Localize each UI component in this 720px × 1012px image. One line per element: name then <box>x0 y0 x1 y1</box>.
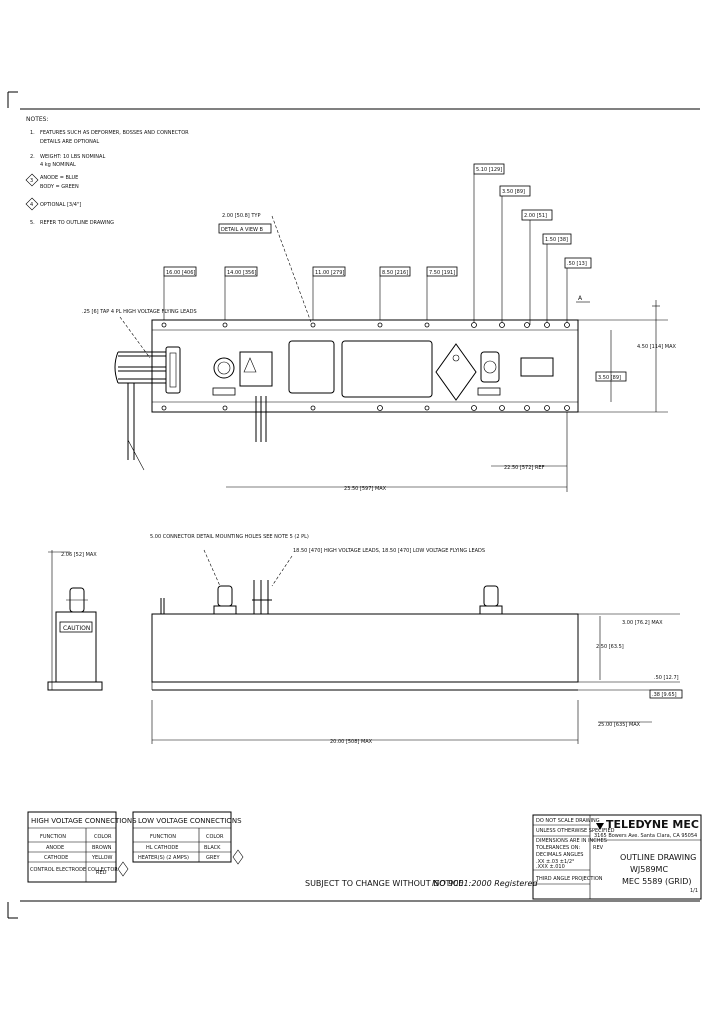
note-flag-icon <box>25 173 39 187</box>
svg-text:BODY = GREEN: BODY = GREEN <box>40 184 79 190</box>
svg-text:UNLESS OTHERWISE SPECIFIED: UNLESS OTHERWISE SPECIFIED <box>536 828 615 834</box>
svg-text:.50 [13]: .50 [13] <box>567 261 587 267</box>
location-dimension-row: 16.00 [406] 14.00 [356] 11.00 [279] 8.50… <box>163 266 590 320</box>
company-name: TELEDYNE MEC <box>606 818 699 831</box>
svg-text:4: 4 <box>30 202 33 208</box>
svg-text:11.00 [279]: 11.00 [279] <box>315 270 344 276</box>
svg-text:25.00 [635] MAX: 25.00 [635] MAX <box>598 722 641 728</box>
svg-text:CONTROL ELECTRODE COLLECTOR: CONTROL ELECTRODE COLLECTOR <box>30 867 118 873</box>
svg-text:4 kg NOMINAL: 4 kg NOMINAL <box>40 162 76 168</box>
svg-text:3: 3 <box>30 178 33 184</box>
svg-text:.50 [12.7]: .50 [12.7] <box>654 675 679 681</box>
svg-text:FUNCTION: FUNCTION <box>150 834 176 840</box>
part-number: WJ589MC <box>630 865 668 874</box>
teledyne-logo-icon <box>596 823 604 830</box>
svg-text:5.10 [129]: 5.10 [129] <box>476 167 502 173</box>
svg-text:.25 [6] TAP 4 PL HIGH VOLTAGE: .25 [6] TAP 4 PL HIGH VOLTAGE FLYING LEA… <box>82 309 197 315</box>
svg-text:TOLERANCES ON:: TOLERANCES ON: <box>535 845 580 851</box>
svg-text:ANODE: ANODE <box>46 845 64 851</box>
svg-text:DIMENSIONS ARE IN INCHES: DIMENSIONS ARE IN INCHES <box>536 838 607 844</box>
svg-text:REFER TO OUTLINE DRAWING: REFER TO OUTLINE DRAWING <box>40 220 114 226</box>
iso-registration: ISO 9001:2000 Registered <box>432 879 538 888</box>
svg-text:.XXX ±.010: .XXX ±.010 <box>536 864 565 870</box>
svg-text:COLOR: COLOR <box>206 834 224 840</box>
svg-text:CATHODE: CATHODE <box>44 855 68 861</box>
svg-text:1/1: 1/1 <box>690 888 698 894</box>
svg-text:DETAIL A VIEW B: DETAIL A VIEW B <box>221 227 264 233</box>
svg-text:22.50 [572] REF: 22.50 [572] REF <box>504 465 545 471</box>
sheet-frame <box>7 91 700 919</box>
notes-block: NOTES: 1. FEATURES SUCH AS DEFORMER, BOS… <box>25 116 189 226</box>
note-flag-icon <box>232 849 244 865</box>
svg-text:GREY: GREY <box>206 855 221 861</box>
svg-text:ANODE = BLUE: ANODE = BLUE <box>40 175 78 181</box>
svg-text:YELLOW: YELLOW <box>91 855 113 861</box>
svg-text:1.: 1. <box>30 130 35 136</box>
svg-text:20.00 [508] MAX: 20.00 [508] MAX <box>330 739 373 745</box>
svg-text:.XX ±.03 ±1/2°: .XX ±.03 ±1/2° <box>536 859 575 865</box>
svg-text:.38 [9.65]: .38 [9.65] <box>652 692 677 698</box>
svg-text:3.50 [89]: 3.50 [89] <box>502 189 525 195</box>
note-flag-icon <box>117 861 129 877</box>
svg-text:DECIMALS ANGLES: DECIMALS ANGLES <box>536 852 583 858</box>
svg-text:HEATER(S) (2 AMPS): HEATER(S) (2 AMPS) <box>138 855 189 861</box>
svg-text:5.: 5. <box>30 220 35 226</box>
svg-text:FUNCTION: FUNCTION <box>40 834 66 840</box>
svg-text:HIGH VOLTAGE CONNECTIONS: HIGH VOLTAGE CONNECTIONS <box>31 817 137 825</box>
high-voltage-connections-table: HIGH VOLTAGE CONNECTIONS FUNCTION COLOR … <box>27 811 137 883</box>
svg-text:OPTIONAL [3/4"]: OPTIONAL [3/4"] <box>40 202 81 208</box>
side-view-end: 2.06 [52] MAX CAUTION <box>47 550 103 691</box>
svg-text:3.50 [89]: 3.50 [89] <box>598 375 621 381</box>
side-view-notes: 5.00 CONNECTOR DETAIL MOUNTING HOLES SEE… <box>150 534 485 587</box>
svg-text:1.50 [38]: 1.50 [38] <box>545 237 568 243</box>
caution-label: CAUTION <box>63 625 90 632</box>
svg-text:FEATURES SUCH AS DEFORMER, BOS: FEATURES SUCH AS DEFORMER, BOSSES AND CO… <box>40 130 189 136</box>
svg-text:DO NOT SCALE DRAWING: DO NOT SCALE DRAWING <box>536 818 600 824</box>
svg-text:5.00 CONNECTOR DETAIL MOUNTING: 5.00 CONNECTOR DETAIL MOUNTING HOLES SEE… <box>150 534 309 540</box>
svg-text:2.00 [50.8] TYP: 2.00 [50.8] TYP <box>222 213 260 219</box>
svg-text:LOW VOLTAGE CONNECTIONS: LOW VOLTAGE CONNECTIONS <box>138 817 242 825</box>
subject-to-change-note: SUBJECT TO CHANGE WITHOUT NOTICE <box>305 879 463 888</box>
svg-text:HL CATHODE: HL CATHODE <box>146 845 178 851</box>
svg-text:2.06 [52] MAX: 2.06 [52] MAX <box>61 552 97 558</box>
top-view-length-dims: 22.50 [572] REF 23.50 [597] MAX <box>226 412 568 492</box>
svg-text:18.50 [470] HIGH VOLTAGE LEADS: 18.50 [470] HIGH VOLTAGE LEADS, 18.50 [4… <box>293 548 485 554</box>
svg-text:16.00 [406]: 16.00 [406] <box>166 270 195 276</box>
svg-text:23.50 [597] MAX: 23.50 [597] MAX <box>344 486 387 492</box>
svg-text:8.50 [216]: 8.50 [216] <box>382 270 408 276</box>
chassis-callout: 2.00 [50.8] TYP DETAIL A VIEW B <box>218 213 313 326</box>
svg-text:3165 Bowers Ave. Santa Clara,: 3165 Bowers Ave. Santa Clara, CA 95054 <box>594 833 697 839</box>
svg-text:DETAILS ARE OPTIONAL: DETAILS ARE OPTIONAL <box>40 139 99 145</box>
svg-text:2.00 [51]: 2.00 [51] <box>524 213 547 219</box>
svg-text:RED: RED <box>96 870 107 876</box>
title-block: DO NOT SCALE DRAWING UNLESS OTHERWISE SP… <box>532 814 702 900</box>
svg-text:THIRD ANGLE PROJECTION: THIRD ANGLE PROJECTION <box>535 876 603 882</box>
svg-text:COLOR: COLOR <box>94 834 112 840</box>
top-dimension-stack: 5.10 [129] 3.50 [89] 2.00 [51] 1.50 [38]… <box>473 163 592 325</box>
note-flag-icon <box>25 197 39 211</box>
low-voltage-connections-table: LOW VOLTAGE CONNECTIONS FUNCTION COLOR H… <box>132 811 244 865</box>
svg-text:BLACK: BLACK <box>204 845 221 851</box>
svg-text:7.50 [191]: 7.50 [191] <box>429 270 455 276</box>
side-view-dims: 3.00 [76.2] MAX 2.50 [63.5] .50 [12.7] .… <box>151 613 683 745</box>
svg-text:2.50 [63.5]: 2.50 [63.5] <box>596 644 624 650</box>
top-view-chassis <box>151 319 579 413</box>
top-view-height-dims: 4.50 [114] MAX 3.50 [89] <box>578 300 676 413</box>
svg-text:4.50 [114] MAX: 4.50 [114] MAX <box>637 344 676 350</box>
top-view-flying-leads: .25 [6] TAP 4 PL HIGH VOLTAGE FLYING LEA… <box>82 309 267 471</box>
svg-text:14.00 [356]: 14.00 [356] <box>227 270 256 276</box>
svg-text:BROWN: BROWN <box>92 845 112 851</box>
svg-text:WEIGHT: 10 LBS NOMINAL: WEIGHT: 10 LBS NOMINAL <box>40 154 105 160</box>
side-view-body <box>151 580 579 691</box>
svg-text:3.00 [76.2] MAX: 3.00 [76.2] MAX <box>622 620 663 626</box>
notes-heading: NOTES: <box>26 116 49 123</box>
doc-number: MEC 5589 (GRID) <box>622 877 692 886</box>
svg-text:REV: REV <box>593 845 604 851</box>
svg-text:2.: 2. <box>30 154 35 160</box>
drawing-title: OUTLINE DRAWING <box>620 853 696 862</box>
svg-text:A: A <box>578 295 583 302</box>
